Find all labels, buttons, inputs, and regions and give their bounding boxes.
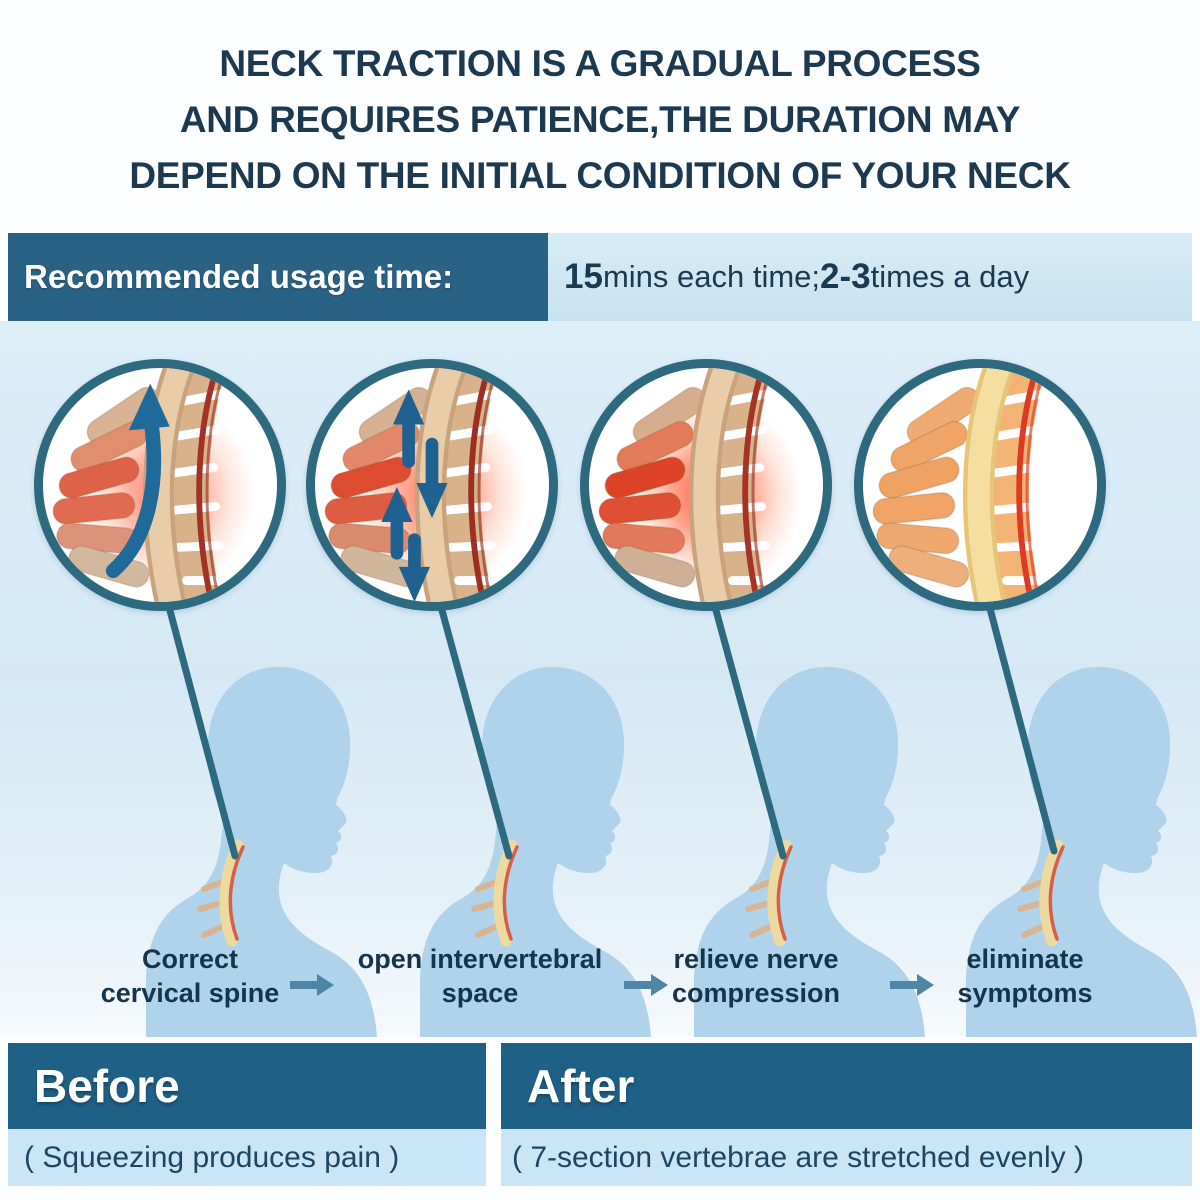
usage-duration-unit: mins each time; [602,259,821,294]
before-after-comparison: Before ( Squeezing produces pain ) After… [8,1043,1192,1186]
step-caption-4-line1: eliminate [966,944,1084,974]
step-caption-4: eliminate symptoms [957,943,1092,1011]
after-note: ( 7-section vertebrae are stretched even… [501,1129,1192,1186]
step-caption-2: open intervertebral space [358,943,603,1011]
spine-open-space-zoom-icon [315,368,549,602]
before-title: Before [8,1043,486,1129]
zoom-circle-2 [306,359,558,611]
headline-block: NECK TRACTION IS A GRADUAL PROCESS AND R… [0,0,1200,233]
right-arrow-icon [290,974,334,996]
zoom-circle-3 [580,359,832,611]
after-title: After [501,1043,1192,1129]
right-arrow-icon [624,974,668,996]
usage-banner-label: Recommended usage time: [8,233,548,321]
spine-nerve-relief-zoom-icon [589,368,823,602]
headline-line-3: DEPEND ON THE INITIAL CONDITION OF YOUR … [129,154,1071,196]
step-caption-1-line2: cervical spine [100,977,280,1008]
connector-lines [164,597,1058,860]
process-illustration-section: Correct cervical spine open intervertebr… [0,321,1200,1037]
zoom-circle-4 [854,359,1106,611]
headline-line-1: NECK TRACTION IS A GRADUAL PROCESS [219,42,981,84]
zoom-circle-1 [34,359,286,611]
spine-healthy-zoom-icon [863,368,1097,602]
step-caption-2-line2: space [441,977,519,1008]
step-caption-1: Correct cervical spine [101,943,280,1011]
step-caption-3-line1: relieve nerve [673,944,839,974]
step-caption-1-line1: Correct [141,944,239,974]
usage-frequency-value: 2-3 [820,257,871,296]
headline-line-2: AND REQUIRES PATIENCE,THE DURATION MAY [179,98,1021,140]
usage-duration-value: 15 [564,257,603,296]
traction-up-arrow-icon [105,383,170,579]
usage-frequency-unit: times a day [870,259,1030,294]
before-panel: Before ( Squeezing produces pain ) [8,1043,486,1186]
step-caption-2-line1: open intervertebral [357,944,603,974]
step-caption-4-line2: symptoms [957,977,1093,1008]
step-caption-3-line2: compression [671,977,841,1008]
stretch-arrows-icon [381,389,448,602]
right-arrow-icon [890,974,934,996]
after-panel: After ( 7-section vertebrae are stretche… [501,1043,1192,1186]
step-caption-3: relieve nerve compression [672,943,840,1011]
before-note: ( Squeezing produces pain ) [8,1129,486,1186]
spine-correct-zoom-icon [43,368,277,602]
